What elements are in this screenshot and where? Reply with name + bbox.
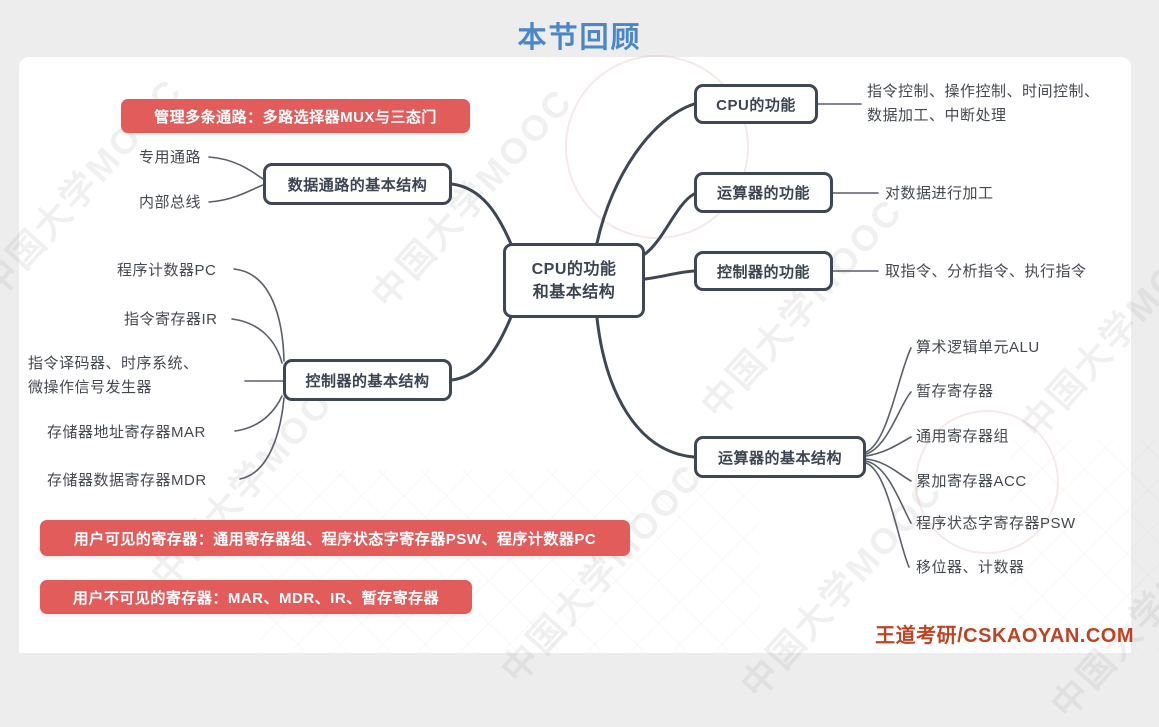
page-title: 本节回顾 — [517, 22, 642, 54]
banner-mux: 管理多条通路：多路选择器MUX与三态门 — [121, 99, 470, 133]
leaf-alu-func-desc: 对数据进行加工 — [885, 185, 994, 202]
leaf-alu: 算术逻辑单元ALU — [916, 339, 1040, 356]
leaf-decoder-line1: 指令译码器、时序系统、 — [28, 355, 199, 372]
leaf-mdr: 存储器数据寄存器MDR — [47, 472, 207, 489]
leaf-cpu-func-desc: 指令控制、操作控制、时间控制、 数据加工、中断处理 — [867, 80, 1100, 128]
leaf-pc: 程序计数器PC — [117, 262, 217, 279]
leaf-gpr: 通用寄存器组 — [916, 428, 1010, 445]
leaf-shifter-counter: 移位器、计数器 — [916, 559, 1025, 576]
leaf-psw: 程序状态字寄存器PSW — [916, 515, 1076, 532]
node-root-line2: 和基本结构 — [532, 283, 616, 301]
leaf-cpu-func-desc-line1: 指令控制、操作控制、时间控制、 — [867, 83, 1100, 100]
node-root-line1: CPU的功能 — [531, 260, 617, 278]
node-controller-func: 控制器的功能 — [694, 251, 833, 291]
leaf-controller-func-desc: 取指令、分析指令、执行指令 — [885, 263, 1087, 280]
footer-brand: 王道考研/CSKAOYAN.COM — [875, 625, 1134, 647]
leaf-ir: 指令寄存器IR — [124, 311, 218, 328]
leaf-cpu-func-desc-line2: 数据加工、中断处理 — [867, 107, 1007, 124]
banner-visible-registers: 用户可见的寄存器：通用寄存器组、程序状态字寄存器PSW、程序计数器PC — [40, 520, 630, 556]
leaf-decoder: 指令译码器、时序系统、 微操作信号发生器 — [28, 352, 199, 400]
node-root: CPU的功能 和基本结构 — [503, 243, 645, 318]
node-alu-func: 运算器的功能 — [694, 172, 833, 213]
banner-invisible-registers: 用户不可见的寄存器：MAR、MDR、IR、暂存寄存器 — [40, 580, 472, 614]
leaf-internal-bus: 内部总线 — [139, 194, 202, 211]
node-datapath-struct: 数据通路的基本结构 — [263, 163, 452, 205]
leaf-temp-reg: 暂存寄存器 — [916, 383, 994, 400]
leaf-acc: 累加寄存器ACC — [916, 473, 1027, 490]
node-controller-struct: 控制器的基本结构 — [283, 359, 452, 401]
leaf-dedicated-path: 专用通路 — [139, 149, 202, 166]
leaf-decoder-line2: 微操作信号发生器 — [28, 379, 153, 396]
node-alu-struct: 运算器的基本结构 — [694, 436, 866, 478]
node-cpu-func: CPU的功能 — [694, 84, 818, 124]
leaf-mar: 存储器地址寄存器MAR — [47, 424, 206, 441]
